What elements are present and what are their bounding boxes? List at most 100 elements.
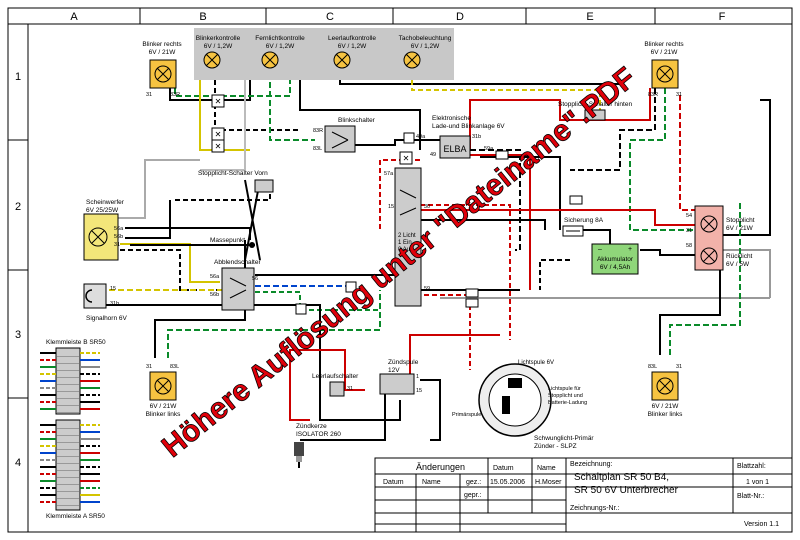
- zuendschloss-terminal-30: 30: [424, 204, 430, 210]
- klemmleiste-a: Klemmleiste A SR50: [40, 419, 105, 520]
- changes-header: Änderungen: [416, 462, 465, 472]
- schwunglicht-label-1: Schwunglicht-Primär: [534, 435, 594, 442]
- leerlaufkontrolle-lamp-icon: [333, 51, 351, 69]
- connector-blocks: ✕ ✕ ✕ ✕ ✕: [211, 94, 583, 315]
- blinker-links-vorn-label: Blinker links: [146, 411, 181, 418]
- column-label-d: D: [456, 11, 464, 23]
- connector-12: [295, 303, 307, 315]
- connector-1-icon: ✕: [215, 97, 222, 106]
- column-label-a: A: [70, 11, 78, 23]
- lichtspule-note-3: Batterie-Ladung: [548, 400, 587, 406]
- scheinwerfer-terminal-56a: 56a: [114, 226, 124, 232]
- signalhorn-terminal-31b: 31b: [110, 301, 119, 307]
- blinker-links-hinten: 83L 31 6V / 21W Blinker links: [648, 364, 683, 418]
- ruecklicht-lamp-icon: [700, 247, 718, 265]
- abblendschalter-terminal-56b: 56b: [210, 292, 219, 298]
- blattzahl-value: 1 von 1: [746, 479, 769, 486]
- bezeichnung-line-1: Schaltplan SR 50 B4,: [574, 472, 669, 483]
- connector-9: [465, 298, 479, 308]
- ruecklicht-terminal-31: 31: [686, 228, 692, 234]
- signalhorn-terminal-15: 15: [110, 286, 116, 292]
- ruecklicht-terminal-58: 58: [686, 243, 692, 249]
- akkumulator-label: Akkumulator: [597, 256, 634, 263]
- akkumulator: – + Akkumulator 6V / 4,5Ah: [591, 243, 639, 275]
- row-label-3: 3: [15, 329, 21, 341]
- blinker-rechts-vorn-lamp-icon: [154, 65, 172, 83]
- version-label: Version 1.1: [744, 521, 779, 528]
- blinker-links-hinten-rating: 6V / 21W: [652, 403, 680, 410]
- blattzahl-label: Blattzahl:: [737, 463, 766, 470]
- elba-body: [439, 135, 471, 159]
- blinker-links-vorn-terminal-83l: 83L: [170, 364, 179, 370]
- lichtspule-note-1: Lichtspule für: [548, 386, 581, 392]
- zuendschloss-pos-0: 0 Aus: [398, 247, 413, 253]
- row-label-2: 2: [15, 201, 21, 213]
- stopplicht-label: Stopplicht: [726, 217, 755, 224]
- title-block-text: Änderungen Datum Name gez.: gepr.: Datum…: [383, 461, 779, 528]
- blinkschalter-body: [324, 125, 356, 153]
- zuendschloss: 2 Licht 1 Ein 0 Aus 57a 15 30 59: [384, 167, 430, 307]
- abblendschalter-switch-icon: [229, 277, 247, 299]
- massepunkt: Massepunkt: [210, 237, 255, 248]
- zuendschloss-terminal-59: 59: [424, 286, 430, 292]
- klemmleiste-b-wires: [40, 352, 100, 413]
- scheinwerfer-lamp-icon: [88, 227, 108, 247]
- connector-2-icon: ✕: [215, 130, 222, 139]
- elba-title-1: Elektronische: [432, 115, 471, 122]
- elba-terminal-49a: 49a: [416, 134, 426, 140]
- lichtspule-coil-icon: [508, 378, 522, 388]
- blinkerkontrolle-label: Blinkerkontrolle: [196, 35, 241, 42]
- changes-col-datum: Datum: [383, 479, 404, 486]
- stopplicht-schalter-hinten-body: [584, 109, 606, 121]
- abblendschalter: Abblendschalter 56a 56b 56: [210, 259, 261, 311]
- blatt-nr-label: Blatt-Nr.:: [737, 493, 764, 500]
- ruecklicht-label: Rücklicht: [726, 253, 753, 260]
- akkumulator-plus: +: [628, 246, 632, 253]
- datum-header: Datum: [493, 465, 514, 472]
- zuendkerze: Zündkerze ISOLATOR 260: [294, 423, 341, 468]
- zuendspule: Zündspule 12V 1 15: [379, 359, 422, 395]
- sicherung: Sicherung 8A: [562, 217, 604, 237]
- zuendspule-terminal-15: 15: [416, 388, 422, 394]
- title-block: [374, 457, 793, 533]
- gepr-label: gepr.:: [464, 492, 482, 499]
- ruecklicht-rating: 6V / 5W: [726, 261, 750, 268]
- signalhorn: Signalhorn 6V 15 31b: [83, 283, 127, 322]
- changes-col-name: Name: [422, 479, 441, 486]
- terminal-83r: 83R: [170, 92, 180, 98]
- blinker-rechts-vorn-rating: 6V / 21W: [149, 49, 177, 56]
- gez-date: 15.05.2006: [490, 479, 525, 486]
- fernlichtkontrolle-lamp-icon: [261, 51, 279, 69]
- zuendschloss-body: [394, 167, 422, 307]
- leerlaufkontrolle-label: Leerlaufkontrolle: [328, 35, 376, 42]
- primaerspule-coil-icon: [502, 396, 510, 414]
- connector-6: [495, 150, 509, 160]
- leerlaufschalter: Leerlaufschalter 31: [312, 373, 359, 397]
- blinkschalter-terminal-83l: 83L: [313, 146, 322, 152]
- blinkerkontrolle-lamp-icon: [203, 51, 221, 69]
- zuendspule-label: Zündspule: [388, 359, 419, 366]
- schwunglicht-zuender: Lichtspule 6V Lichtspule für Stopplicht …: [452, 360, 594, 450]
- abblendschalter-label: Abblendschalter: [214, 259, 261, 266]
- connector-3-icon: ✕: [215, 142, 222, 151]
- connector-3: [211, 139, 225, 153]
- column-label-c: C: [326, 11, 334, 23]
- dashboard-panel: Blinkerkontrolle 6V / 1,2W Fernlichtkont…: [194, 28, 454, 80]
- connector-4-icon: ✕: [403, 154, 410, 163]
- massepunkt-label: Massepunkt: [210, 237, 245, 244]
- column-label-e: E: [586, 11, 593, 23]
- klemmleiste-b-body: [55, 347, 81, 415]
- lichtspule-note-2: Stopplicht und: [548, 393, 583, 399]
- connector-1: [211, 94, 225, 108]
- tachobeleuchtung-lamp-icon: [403, 51, 421, 69]
- fernlichtkontrolle-rating: 6V / 1,2W: [266, 43, 295, 50]
- elba-title-2: Lade-und Blinkanlage 6V: [432, 123, 505, 130]
- blinker-rechts-hinten-lamp-icon: [656, 65, 674, 83]
- blinker-links-hinten-lamp-icon: [656, 377, 674, 395]
- column-label-f: F: [719, 11, 726, 23]
- blinker-rechts-hinten: Blinker rechts 6V / 21W 83R 31: [644, 41, 684, 98]
- terminal-31-right: 31: [676, 92, 682, 98]
- zuendspule-rating: 12V: [388, 367, 400, 374]
- massepunkt-node: [249, 242, 255, 248]
- signalhorn-label: Signalhorn 6V: [86, 315, 127, 322]
